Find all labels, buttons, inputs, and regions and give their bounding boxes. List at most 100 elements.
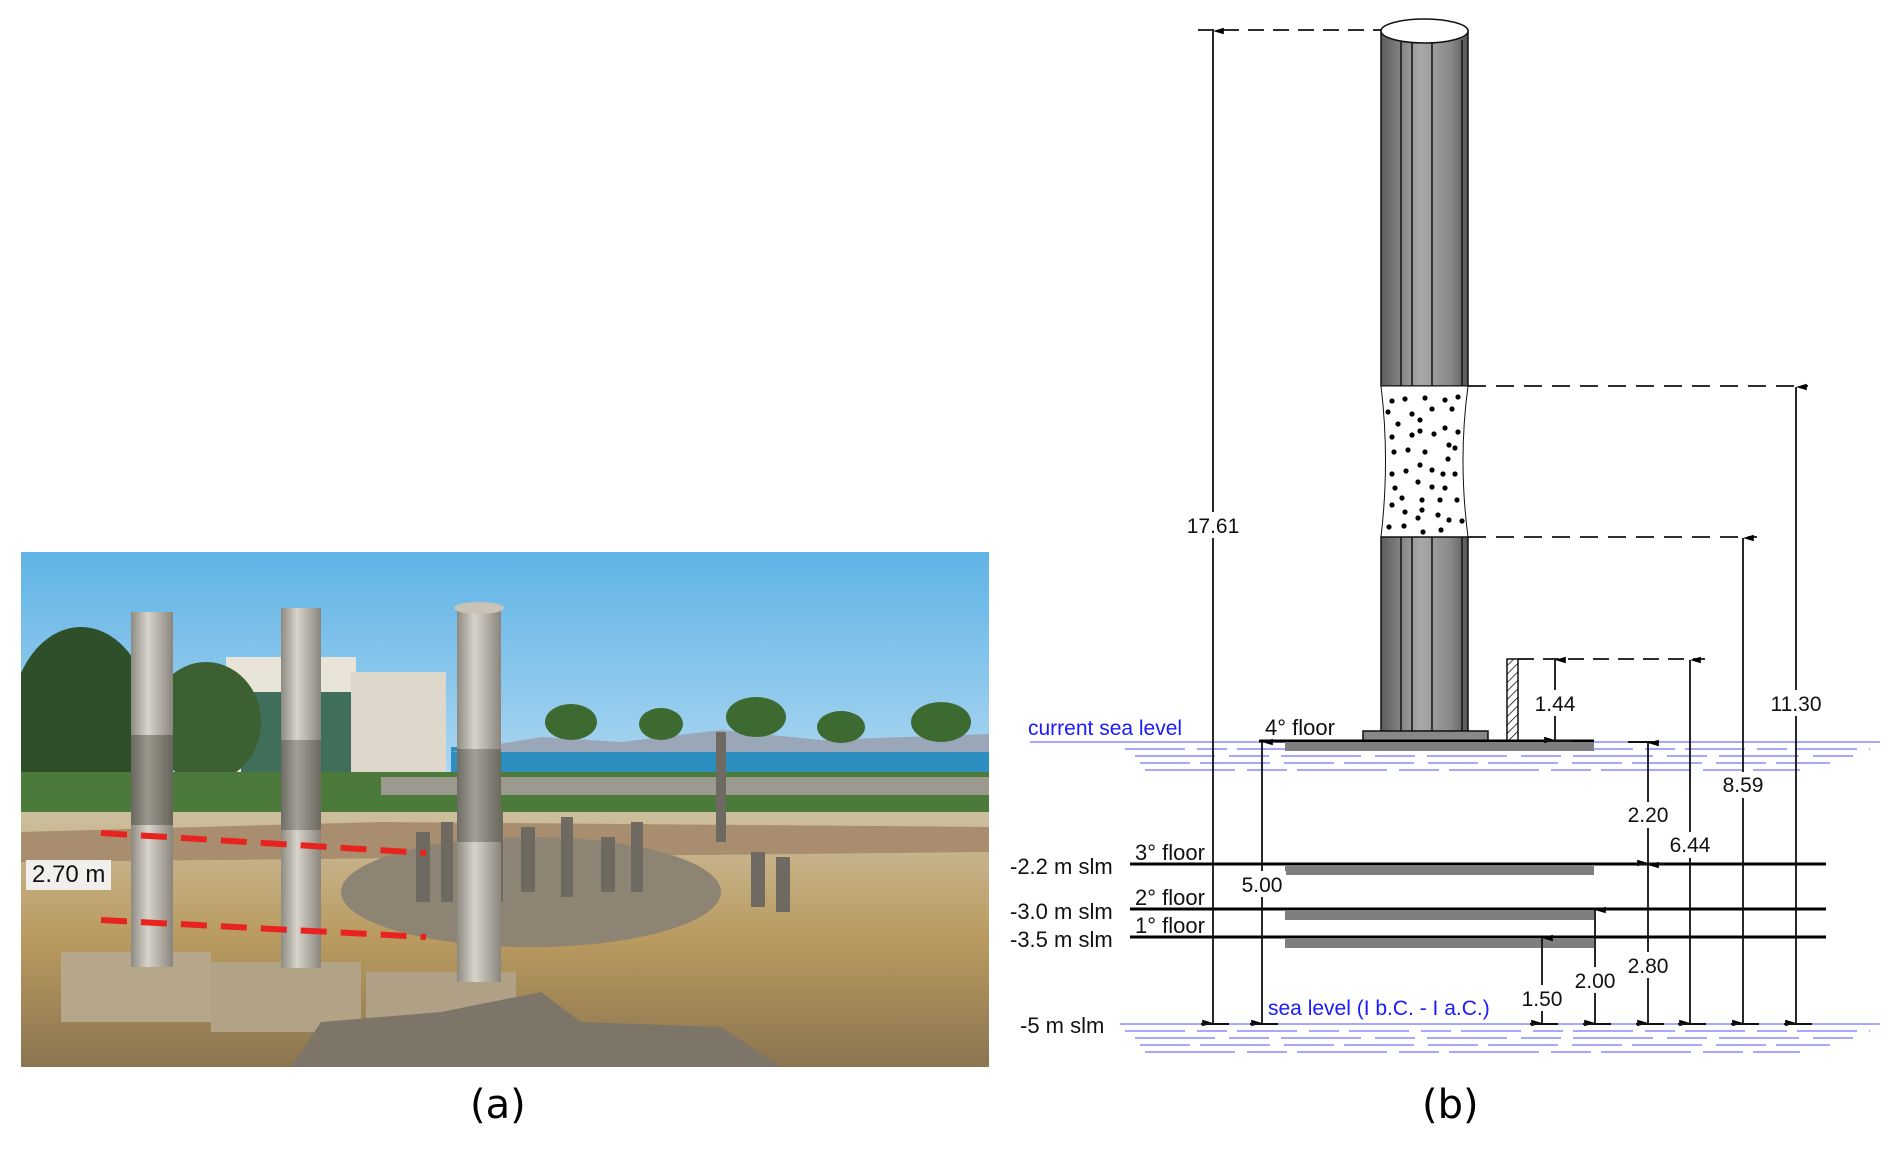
dim-17-61: 17.61 — [1187, 515, 1240, 538]
dim-2-20: 2.20 — [1628, 804, 1669, 827]
tree — [151, 662, 261, 782]
texture-dot — [1459, 518, 1465, 524]
erosion-band — [457, 749, 501, 842]
texture-dot — [1417, 417, 1423, 423]
dim-5-00: 5.00 — [1242, 874, 1283, 897]
dim-8-59: 8.59 — [1723, 774, 1764, 797]
dim-1-50: 1.50 — [1522, 988, 1563, 1011]
ruins-photo: 2.70 m — [21, 552, 989, 1067]
floor-4-label: 4° floor — [1265, 715, 1335, 740]
texture-dot — [1431, 431, 1437, 437]
ancient-sea-level-label: sea level (I b.C. - I a.C.) — [1268, 997, 1490, 1020]
extension-lines — [1198, 29, 1808, 743]
texture-dot — [1389, 434, 1395, 440]
texture-dot — [1452, 445, 1458, 451]
texture-dot — [1442, 485, 1448, 491]
texture-dot — [1389, 398, 1395, 404]
floor-3-label: 3° floor — [1135, 840, 1205, 865]
column-fluting — [1400, 40, 1463, 732]
texture-dot — [1446, 442, 1452, 448]
floor-1-slab — [1285, 938, 1594, 948]
tree — [21, 627, 151, 817]
texture-dot — [1440, 471, 1446, 477]
texture-dot — [1395, 421, 1401, 427]
texture-dot — [1417, 428, 1423, 434]
panel-a-label: (a) — [470, 1082, 526, 1128]
texture-dot — [1442, 425, 1448, 431]
floor-3-slab — [1285, 865, 1594, 875]
texture-dot — [1429, 406, 1435, 412]
dim-2-00: 2.00 — [1575, 970, 1616, 993]
texture-dot — [1437, 497, 1443, 503]
texture-dot — [1391, 449, 1397, 455]
floors — [1130, 739, 1826, 948]
wall — [381, 777, 989, 795]
column-base — [211, 962, 361, 1032]
column-eroded-band — [1380, 385, 1469, 538]
column — [1362, 18, 1489, 742]
texture-dot — [1455, 429, 1461, 435]
dimension-lines — [1201, 27, 1812, 1027]
panel-b-label: (b) — [1422, 1082, 1479, 1128]
texture-dot — [1452, 471, 1458, 477]
texture-dot — [1386, 524, 1392, 530]
palm-trees — [545, 697, 971, 743]
texture-dot — [1392, 485, 1398, 491]
texture-dot — [1402, 396, 1408, 402]
column-middle — [281, 608, 321, 968]
eroded-band-dots — [1385, 394, 1465, 535]
column-lower-shaft — [1380, 536, 1469, 733]
column-upper-shaft — [1380, 29, 1469, 387]
erosion-band — [281, 740, 321, 830]
building — [351, 672, 446, 777]
texture-dot — [1454, 497, 1460, 503]
texture-dot — [1429, 484, 1435, 490]
texture-dot — [1415, 479, 1421, 485]
column-capital — [454, 602, 504, 614]
erosion-band — [131, 735, 173, 825]
floor-2-slab — [1285, 910, 1594, 920]
ancient-sea-water-lines — [1120, 1023, 1880, 1053]
texture-dot — [1438, 527, 1444, 533]
texture-dot — [1402, 509, 1408, 515]
dim-1-44: 1.44 — [1535, 693, 1576, 716]
lower-marker-line — [100, 917, 427, 940]
texture-dot — [1422, 449, 1428, 455]
texture-dot — [1429, 467, 1435, 473]
texture-dot — [1455, 394, 1461, 400]
texture-dot — [1405, 447, 1411, 453]
texture-dot — [1419, 507, 1425, 513]
dim-6-44: 6.44 — [1670, 834, 1711, 857]
texture-dot — [1403, 468, 1409, 474]
texture-dot — [1409, 432, 1415, 438]
texture-dot — [1409, 411, 1415, 417]
band-height-label: 2.70 m — [26, 860, 112, 890]
texture-dot — [1419, 497, 1425, 503]
current-sea-level-label: current sea level — [1028, 717, 1182, 740]
texture-dot — [1401, 523, 1407, 529]
level-label-minus-3-5: -3.5 m slm — [1010, 927, 1113, 952]
column-left — [131, 612, 173, 967]
photo-scene — [21, 552, 989, 1067]
level-label-minus-2-2: -2.2 m slm — [1010, 854, 1113, 879]
texture-dot — [1445, 456, 1451, 462]
floor-4-slab — [1285, 742, 1594, 751]
upper-marker-line — [100, 830, 427, 856]
texture-dot — [1385, 409, 1391, 415]
texture-dot — [1446, 517, 1452, 523]
texture-dot — [1442, 397, 1448, 403]
hatched-wall — [1506, 658, 1519, 742]
dim-2-80: 2.80 — [1628, 955, 1669, 978]
dimension-labels: 17.61 11.30 8.59 6.44 1.44 5.00 2.20 2.8… — [1187, 512, 1824, 1011]
texture-dot — [1415, 515, 1421, 521]
texture-dot — [1435, 512, 1441, 518]
texture-dot — [1389, 502, 1395, 508]
texture-dot — [1389, 471, 1395, 477]
dim-11-30: 11.30 — [1771, 693, 1822, 716]
level-label-minus-5: -5 m slm — [1020, 1013, 1104, 1038]
level-label-minus-3-0: -3.0 m slm — [1010, 899, 1113, 924]
texture-dot — [1399, 495, 1405, 501]
texture-dot — [1449, 406, 1455, 412]
floor-1-label: 1° floor — [1135, 913, 1205, 938]
